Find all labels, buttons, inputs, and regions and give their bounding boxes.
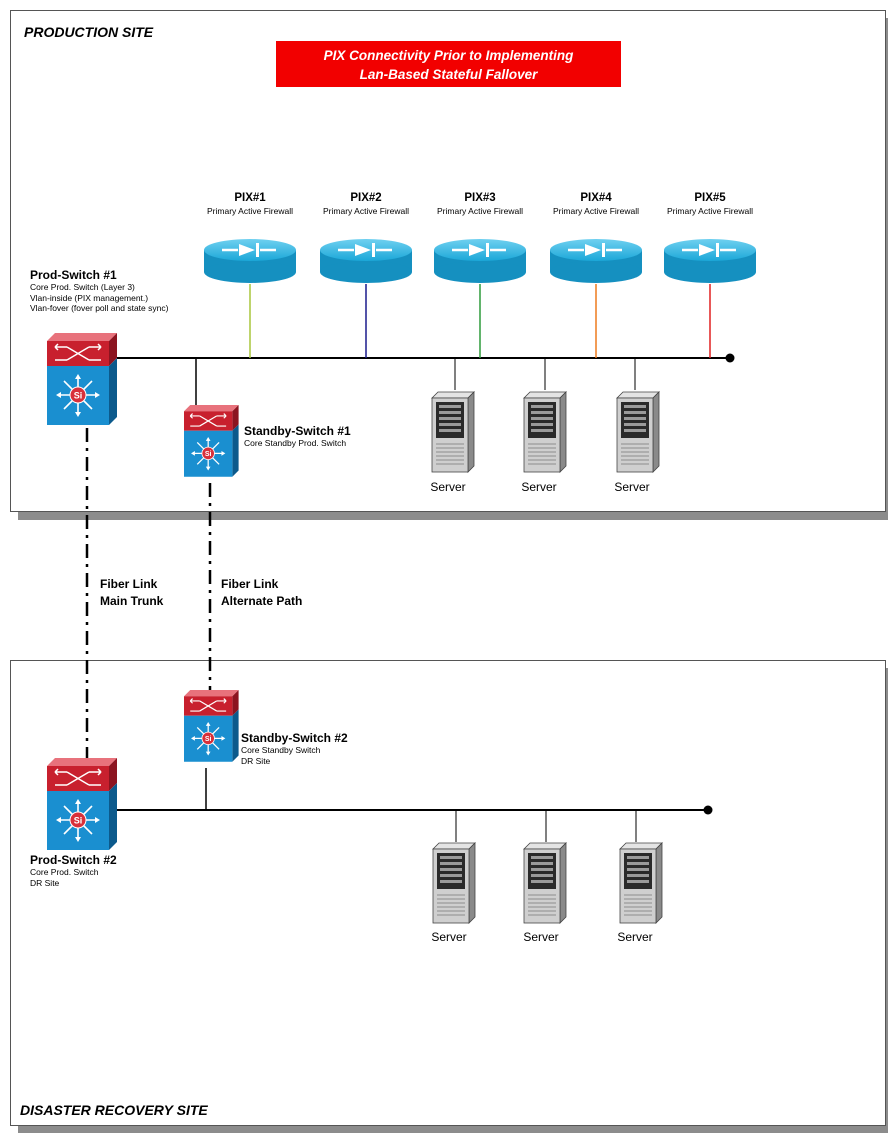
device-name: Standby-Switch #2 [241, 731, 348, 745]
pix-name: PIX#2 [350, 192, 382, 204]
pix-name: PIX#4 [580, 192, 612, 204]
device-desc: Core Prod. Switch (Layer 3) [30, 282, 135, 292]
server-icon [523, 842, 567, 924]
diagram-banner: PIX Connectivity Prior to Implementing L… [276, 41, 621, 87]
standby-switch-1-icon [183, 404, 240, 478]
link-label-line: Main Trunk [100, 594, 164, 608]
server-icon [432, 842, 476, 924]
server-label: Server [614, 480, 650, 494]
device-desc: Core Standby Switch [241, 745, 321, 755]
pix-firewall-icon [662, 237, 758, 285]
link-label-line: Alternate Path [221, 594, 303, 608]
standby-switch-2-icon [183, 689, 240, 763]
server-label: Server [617, 930, 653, 944]
pix-desc: Primary Active Firewall [667, 206, 753, 216]
production-site-title: PRODUCTION SITE [24, 24, 154, 40]
device-desc: Vlan-inside (PIX management.) [30, 292, 149, 303]
pix-name: PIX#1 [234, 192, 266, 204]
banner-line-1: PIX Connectivity Prior to Implementing [323, 48, 574, 63]
pix-label: PIX#1 Primary Active Firewall [190, 192, 310, 216]
device-name: Prod-Switch #1 [30, 268, 117, 282]
prod-switch-1-icon [46, 332, 118, 426]
server-icon [619, 842, 663, 924]
device-desc: DR Site [241, 755, 271, 766]
device-name: Prod-Switch #2 [30, 853, 117, 867]
server-label: Server [521, 480, 557, 494]
pix-firewall-icon [202, 237, 298, 285]
pix-label: PIX#3 Primary Active Firewall [420, 192, 540, 216]
dr-bus-end [703, 805, 713, 815]
pix-label: PIX#5 Primary Active Firewall [650, 192, 770, 216]
pix-firewall-icon [432, 237, 528, 285]
device-desc: Vlan-fover (fover poll and state sync) [30, 303, 169, 313]
prod-switch-1-label: Prod-Switch #1 Core Prod. Switch (Layer … [30, 268, 168, 314]
dr-site-title: DISASTER RECOVERY SITE [20, 1102, 208, 1118]
device-name: Standby-Switch #1 [244, 424, 351, 438]
pix-desc: Primary Active Firewall [437, 206, 523, 216]
pix-label: PIX#4 Primary Active Firewall [536, 192, 656, 216]
standby-switch-2-label: Standby-Switch #2 Core Standby Switch DR… [241, 731, 348, 766]
device-desc: DR Site [30, 877, 60, 888]
server-icon [431, 391, 475, 473]
prod-switch-2-icon [46, 757, 118, 851]
server-label: Server [430, 480, 466, 494]
production-bus-end [725, 353, 735, 363]
server-icon [616, 391, 660, 473]
server-label: Server [431, 930, 467, 944]
pix-firewall-icon [318, 237, 414, 285]
pix-firewall-icon [548, 237, 644, 285]
pix-name: PIX#5 [694, 192, 726, 204]
link-label-line: Fiber Link [221, 577, 279, 591]
pix-name: PIX#3 [464, 192, 496, 204]
fiber-link-alternate-label: Fiber Link Alternate Path [221, 576, 302, 610]
firewall-links [249, 284, 711, 358]
device-desc: Core Standby Prod. Switch [244, 438, 347, 448]
server-icon [523, 391, 567, 473]
prod-switch-2-label: Prod-Switch #2 Core Prod. Switch DR Site [30, 853, 117, 888]
standby-switch-1-label: Standby-Switch #1 Core Standby Prod. Swi… [244, 424, 351, 449]
device-desc: Core Prod. Switch [30, 867, 99, 877]
pix-desc: Primary Active Firewall [323, 206, 409, 216]
link-label-line: Fiber Link [100, 577, 158, 591]
pix-desc: Primary Active Firewall [553, 206, 639, 216]
server-label: Server [523, 930, 559, 944]
banner-line-2: Lan-Based Stateful Fallover [359, 67, 538, 82]
pix-label: PIX#2 Primary Active Firewall [306, 192, 426, 216]
pix-desc: Primary Active Firewall [207, 206, 293, 216]
fiber-link-main-label: Fiber Link Main Trunk [100, 576, 163, 610]
